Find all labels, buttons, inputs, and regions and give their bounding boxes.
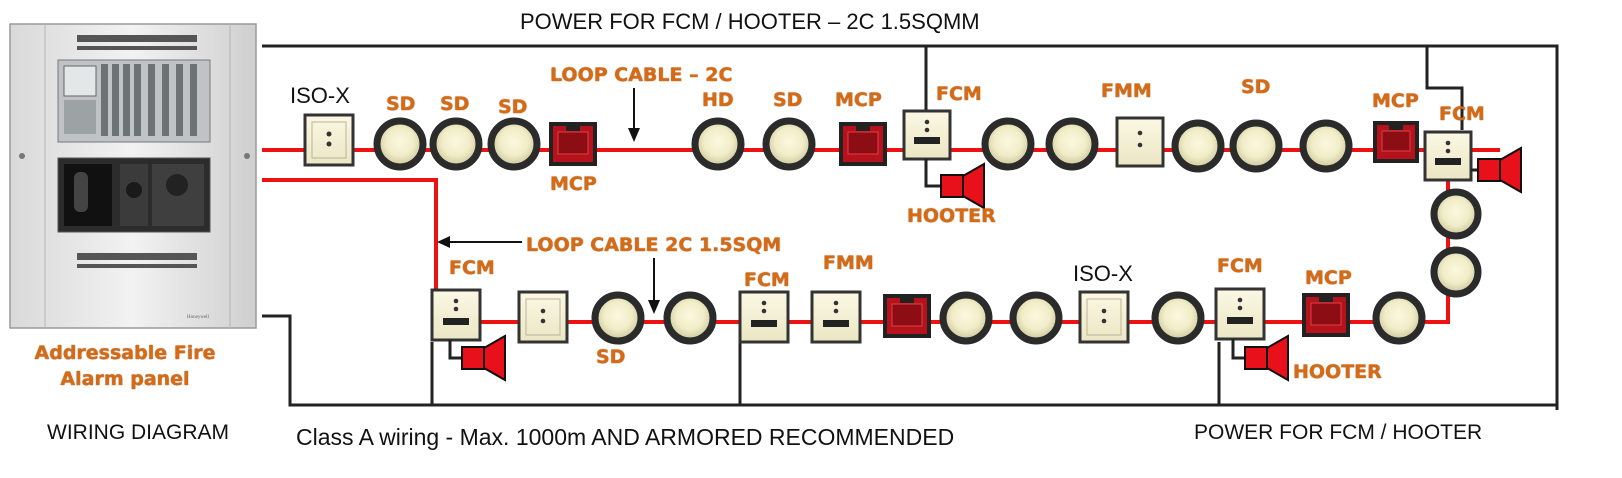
panel-label-line1: Addressable Fire bbox=[34, 342, 216, 364]
sd-top-7 bbox=[1171, 119, 1225, 173]
mcp-top-right bbox=[1373, 121, 1419, 163]
loop-cable-bottom-label: LOOP CABLE 2C 1.5SQM bbox=[526, 234, 782, 256]
fmm-module-top bbox=[1115, 116, 1165, 168]
fmm-top-label: FMM bbox=[1101, 80, 1152, 102]
mcp-top-2 bbox=[839, 122, 887, 166]
hooter-top-label: HOOTER bbox=[907, 205, 996, 227]
mcp-top-1 bbox=[549, 122, 597, 166]
panel-vent-bottom bbox=[77, 253, 197, 268]
sd-label-3: SD bbox=[498, 96, 528, 118]
sd-top-4 bbox=[762, 117, 816, 171]
sd-top-2 bbox=[429, 117, 483, 171]
arrow-loop-bottom-down bbox=[648, 258, 660, 314]
sd-top-6 bbox=[1045, 117, 1099, 171]
fcm-module-bottom-3 bbox=[1214, 287, 1266, 341]
hooter-top-right bbox=[1471, 146, 1522, 194]
hooter-bottom-1 bbox=[448, 334, 506, 382]
fmm-module-bottom bbox=[810, 290, 862, 344]
hd-label: HD bbox=[702, 89, 734, 111]
panel-vent-top bbox=[77, 35, 197, 50]
fcm-bottom3-label: FCM bbox=[1217, 255, 1263, 277]
sd-right-2 bbox=[1430, 246, 1482, 298]
fcm-top1-label: FCM bbox=[936, 83, 982, 105]
mcp-top2-label: MCP bbox=[835, 89, 882, 111]
sd-bottom-label: SD bbox=[596, 346, 626, 368]
hooter-bottom-2 bbox=[1231, 334, 1289, 382]
arrows bbox=[437, 88, 660, 314]
sd-top-right-label: SD bbox=[1241, 76, 1271, 98]
sd-right-1 bbox=[1430, 188, 1482, 240]
fcm-module-bottom-1 bbox=[430, 288, 482, 342]
bottom-power-title: POWER FOR FCM / HOOTER bbox=[1194, 421, 1483, 444]
fmm-bottom-label: FMM bbox=[823, 252, 874, 274]
arrow-loop-top bbox=[628, 88, 640, 142]
module-bottom-plain bbox=[517, 290, 569, 344]
fcm-module-top-right bbox=[1423, 130, 1473, 182]
power-wiring bbox=[262, 44, 1559, 410]
fcm-bottom1-label: FCM bbox=[449, 257, 495, 279]
hd-top bbox=[691, 117, 745, 171]
sd-top-5 bbox=[981, 117, 1035, 171]
power-wire-bottom bbox=[262, 314, 1557, 407]
fcm-module-top-1 bbox=[902, 109, 952, 161]
panel-brand-logo: Honeywell bbox=[187, 315, 209, 320]
sd-label-1: SD bbox=[386, 93, 416, 115]
sd-bottom-1 bbox=[591, 291, 645, 345]
iso-x-module-bottom bbox=[1078, 290, 1130, 344]
sd-bottom-5 bbox=[1151, 291, 1205, 345]
hooter-bottom-label: HOOTER bbox=[1293, 361, 1382, 383]
sd-top-3 bbox=[487, 117, 541, 171]
mcp-top-right-label: MCP bbox=[1372, 90, 1419, 112]
sd-bottom-3 bbox=[939, 291, 993, 345]
detectors bbox=[373, 117, 1482, 345]
diagram-caption: WIRING DIAGRAM bbox=[47, 421, 229, 444]
fcm-module-bottom-2 bbox=[738, 290, 790, 344]
panel-label-line2: Alarm panel bbox=[60, 367, 190, 390]
top-power-title: POWER FOR FCM / HOOTER – 2C 1.5SQMM bbox=[520, 9, 980, 34]
sd-top-9 bbox=[1299, 119, 1353, 173]
power-drop-fcm-right bbox=[1425, 46, 1464, 130]
hooter-top bbox=[924, 159, 985, 210]
sd-bottom-4 bbox=[1009, 291, 1063, 345]
fcm-bottom2-label: FCM bbox=[744, 269, 790, 291]
panel-label: Addressable Fire Alarm panel bbox=[14, 341, 236, 392]
mcp-top-below-label: MCP bbox=[550, 173, 597, 195]
sd-label-2: SD bbox=[440, 93, 470, 115]
sd-bottom-6 bbox=[1372, 291, 1426, 345]
mcp-bottom-1 bbox=[883, 294, 931, 338]
arrow-loop-bottom-left bbox=[437, 236, 522, 248]
iso-x-top-label: ISO-X bbox=[290, 83, 350, 108]
fcm-top-right-label: FCM bbox=[1439, 103, 1485, 125]
wiring-note: Class A wiring - Max. 1000m AND ARMORED … bbox=[296, 424, 955, 450]
sd-top-8 bbox=[1229, 119, 1283, 173]
iso-x-module-top bbox=[303, 113, 355, 167]
fire-alarm-panel bbox=[9, 23, 257, 329]
mcp-bottom-2 bbox=[1302, 293, 1350, 337]
mcp-bottom-label: MCP bbox=[1305, 267, 1352, 289]
loop-cable-top-label: LOOP CABLE – 2C bbox=[550, 64, 733, 86]
sd-top-1 bbox=[373, 117, 427, 171]
sd-bottom-2 bbox=[663, 291, 717, 345]
sd-label-4: SD bbox=[773, 89, 803, 111]
iso-x-bottom-label: ISO-X bbox=[1073, 261, 1133, 286]
power-wire-top bbox=[262, 44, 1559, 410]
